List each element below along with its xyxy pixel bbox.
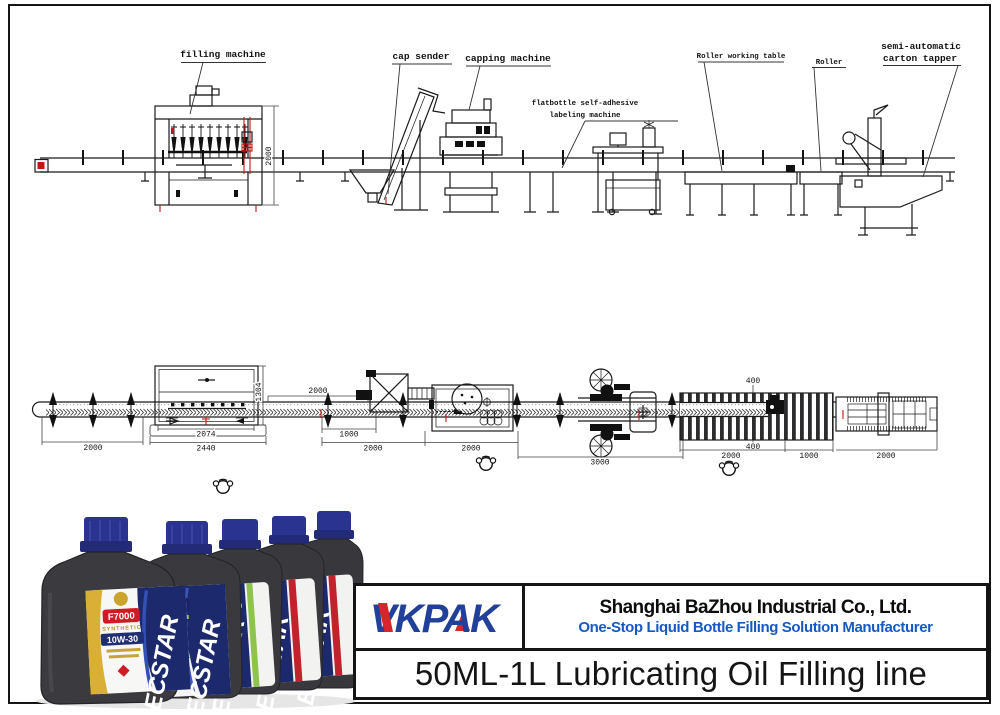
labeling-machine-side: [592, 120, 664, 216]
svg-text:2000: 2000: [308, 387, 327, 396]
svg-text:2000: 2000: [363, 445, 382, 454]
label-tapper-2: carton tapper: [883, 53, 957, 64]
type-text: SYNTHETIC: [102, 625, 142, 633]
svg-text:2000: 2000: [876, 452, 895, 461]
company-cell: Shanghai BaZhou Industrial Co., Ltd. One…: [525, 586, 986, 648]
plan-view: 2074 2440 1304 2000 2000: [31, 365, 938, 494]
svg-text:2000: 2000: [721, 452, 740, 461]
dim-machine-height: 2000: [263, 105, 279, 206]
dim-roller: 1000: [785, 440, 834, 462]
logo-red-triangle: [455, 611, 470, 631]
carton-tapper-plan: [835, 392, 938, 436]
dim-roller-width-bottom: 400: [745, 440, 762, 453]
cap-sender-side: [348, 87, 446, 211]
cap-chain: [479, 409, 503, 426]
svg-text:400: 400: [746, 443, 761, 452]
carton-tapper-side: [835, 104, 943, 236]
side-view-labels: filling machine cap sender capping machi…: [180, 41, 961, 195]
svg-text:3000: 3000: [590, 459, 609, 468]
product-title: 50ML-1L Lubricating Oil Filling line: [414, 655, 928, 692]
dim-filler-depth: 1304: [255, 382, 264, 401]
operator-icons: [212, 455, 740, 494]
label-tapper-1: semi-automatic: [881, 41, 961, 52]
roller-table-plan: [679, 392, 844, 441]
filling-machine-side: 2000: [154, 85, 279, 212]
label-filling-machine: filling machine: [180, 49, 266, 60]
label-labeling-1: flatbottle self-adhesive: [532, 100, 639, 108]
dim-text: 2000: [265, 146, 274, 165]
dim-tapper: 2000: [836, 431, 938, 462]
control-mark: [241, 143, 253, 152]
label-cap-sender: cap sender: [392, 51, 449, 62]
labeling-machine-plan: [578, 368, 657, 458]
maker-mark: [117, 664, 130, 677]
dim-roller-width-top: 400: [745, 376, 762, 393]
grade-text: 10W-30: [107, 633, 139, 645]
drawing-border-frame: [8, 4, 991, 704]
cap-sender-plan: [366, 370, 435, 413]
svg-text:2000: 2000: [461, 445, 480, 454]
capping-machine-plan: [429, 383, 514, 432]
bottle-1: F7000 SYNTHETIC 10W-30 ECSTAR: [40, 517, 191, 710]
logo-red-stroke: [378, 603, 393, 632]
dim-filler-inner: 2074: [196, 431, 215, 440]
dim-capper-segment: 2000: [321, 431, 426, 455]
dim-filler-outer: 2440: [196, 445, 215, 454]
company-tagline: One-Stop Liquid Bottle Filling Solution …: [578, 619, 933, 637]
vkpak-logo: VKPAK: [370, 597, 504, 641]
svg-text:1000: 1000: [799, 452, 818, 461]
svg-text:2000: 2000: [83, 444, 102, 453]
label-roller-table: Roller working table: [697, 53, 786, 61]
dim-labeler-inlet: 2000: [425, 431, 519, 455]
label-roller: Roller: [816, 59, 843, 67]
dim-roller-table: 2000: [679, 440, 786, 462]
label-capping-machine: capping machine: [465, 53, 551, 64]
conveyor-drive-plan: [356, 390, 372, 400]
logo-text: VKPAK: [370, 597, 502, 641]
filling-machine-plan: 2074 2440 1304: [149, 365, 267, 455]
conveyor-motor-mark: [37, 162, 45, 169]
roller-side: [799, 171, 843, 216]
line-drawing: 2000: [31, 41, 961, 494]
company-name: Shanghai BaZhou Industrial Co., Ltd.: [599, 597, 913, 619]
capping-machine-side: [439, 98, 503, 213]
model-text: F7000: [108, 611, 135, 623]
dim-labeler: 3000: [517, 440, 684, 469]
svg-text:400: 400: [746, 377, 761, 386]
svg-text:1000: 1000: [339, 431, 358, 440]
title-block: VKPAK Shanghai BaZhou Industrial Co., Lt…: [353, 583, 989, 700]
label-labeling-2: labeling machine: [550, 112, 622, 120]
dim-cap-sender: 1000: [321, 412, 377, 441]
logo-cell: VKPAK: [356, 586, 525, 648]
side-view: 2000: [34, 41, 961, 236]
dim-gap-after-filler: 2000: [267, 386, 369, 402]
roller-working-table-side: [684, 165, 798, 216]
product-photo: ECSTAR ECSTAR: [36, 511, 364, 710]
dim-infeed: 2000: [41, 417, 144, 454]
